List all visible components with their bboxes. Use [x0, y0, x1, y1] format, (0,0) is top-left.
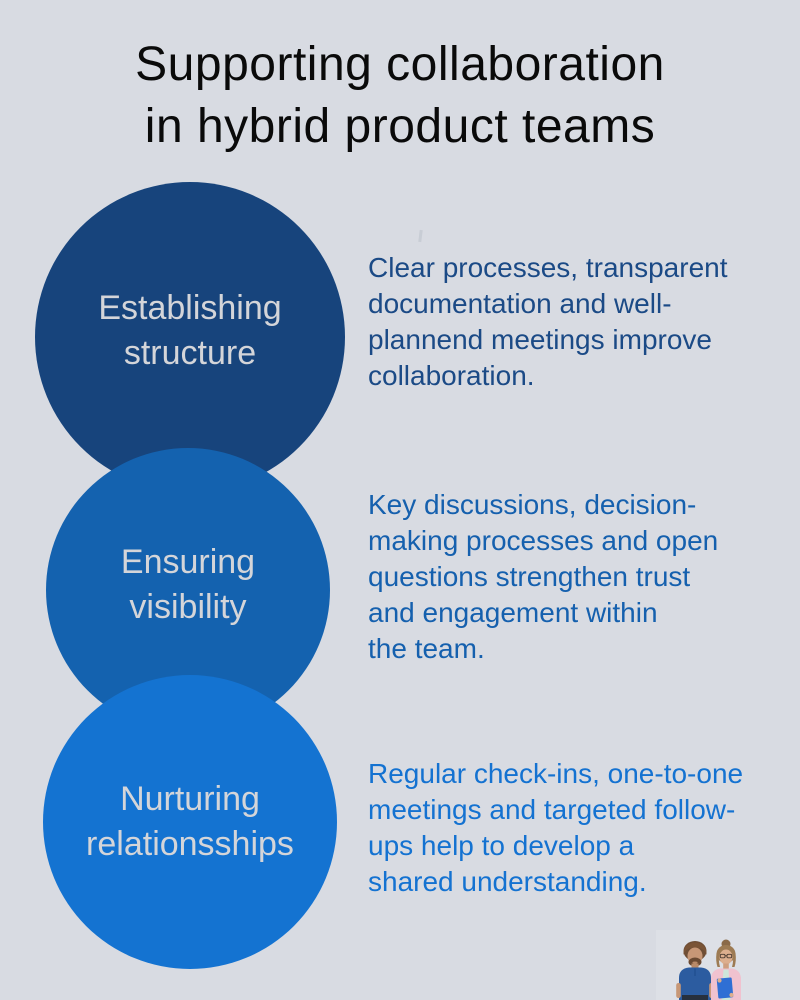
circle-label-nurturing-relationships: Nurturing relationsships — [86, 780, 294, 863]
description-establishing-structure: Clear processes, transparent documentati… — [368, 252, 728, 391]
woman-figure — [711, 939, 741, 1000]
man-figure — [676, 941, 714, 1000]
two-people-illustration — [676, 939, 741, 1000]
team-photo — [656, 930, 800, 1000]
stray-mark-artifact — [418, 229, 423, 243]
circle-nurturing-relationships: Nurturing relationsships — [43, 675, 337, 969]
description-ensuring-visibility: Key discussions, decision- making proces… — [368, 489, 719, 664]
circle-establishing-structure: Establishing structure — [35, 182, 345, 492]
page-title: Supporting collaboration in hybrid produ… — [135, 38, 665, 153]
circle-label-establishing-structure: Establishing structure — [98, 289, 282, 372]
circle-label-ensuring-visibility: Ensuring visibility — [120, 543, 256, 626]
description-nurturing-relationships: Regular check-ins, one-to-one meetings a… — [368, 758, 744, 897]
